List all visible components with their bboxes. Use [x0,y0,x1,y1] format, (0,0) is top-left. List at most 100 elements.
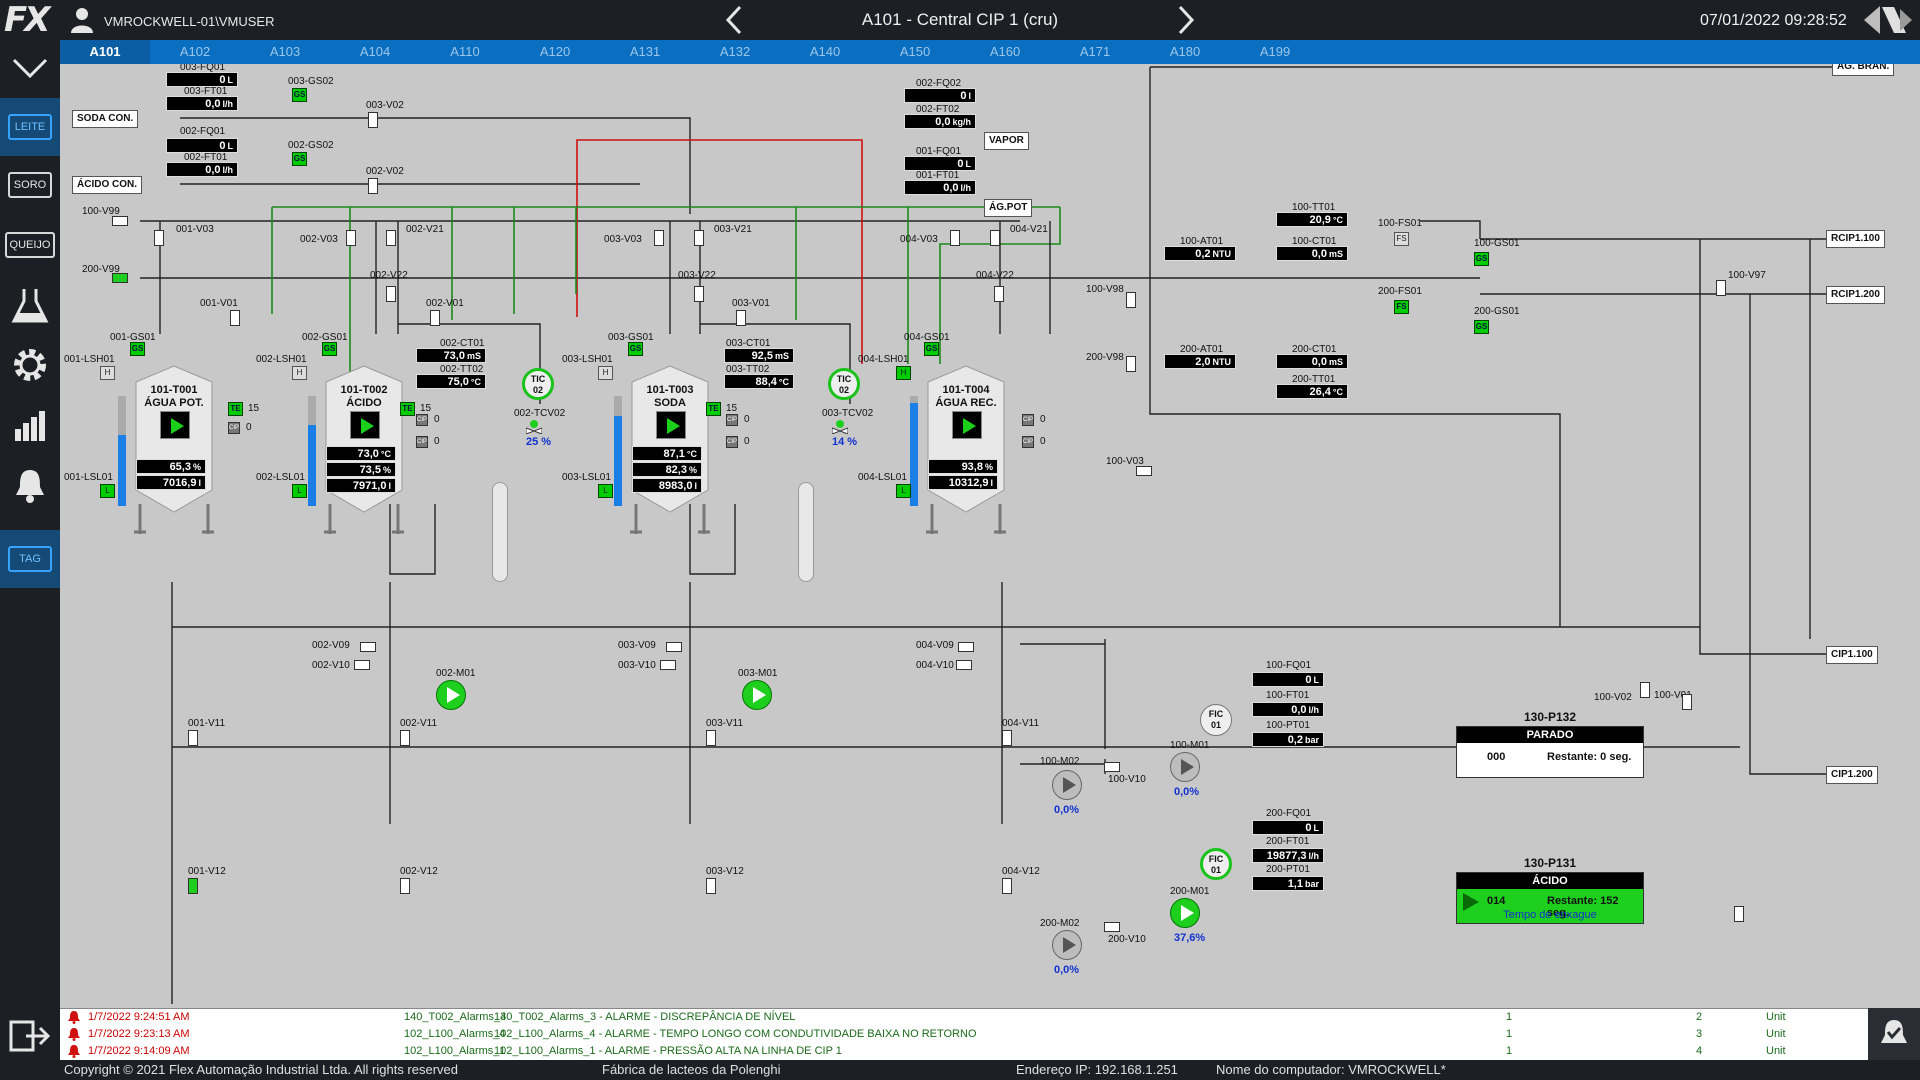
valve-200-v10[interactable] [1104,922,1120,932]
sidebar-item-lab[interactable] [0,276,60,334]
valve-200-v99[interactable] [112,273,128,283]
tank-start-button[interactable] [160,411,190,439]
temperature-100[interactable]: 20,9°C [1276,212,1348,227]
valve-003-v02[interactable] [368,112,378,128]
valve-v09_004[interactable] [958,642,974,652]
pump-100-m02[interactable] [1052,770,1082,800]
valve-200-v98[interactable] [1126,356,1136,372]
valve-v10_004[interactable] [956,660,972,670]
valve-v11_001[interactable] [188,730,198,746]
sidebar-item-leite[interactable]: LEITE [0,98,60,156]
valve-v12_001[interactable] [188,878,198,894]
collapse-menu-button[interactable] [0,48,60,88]
acknowledge-alarms-button[interactable] [1868,1008,1920,1060]
valve-v11_004[interactable] [1002,730,1012,746]
valve-v10_003[interactable] [660,660,676,670]
valve-100-v99[interactable] [112,216,128,226]
tank-start-button[interactable] [952,411,982,439]
valve-100-v02[interactable] [1682,694,1692,710]
rcip1-inlet[interactable]: RCIP1.100 [1826,230,1885,248]
sidebar-item-tag[interactable]: TAG [0,530,60,588]
valve-002-v22[interactable] [386,286,396,302]
valve-002-v02[interactable] [368,178,378,194]
valve-100-v98[interactable] [1126,292,1136,308]
pump-200-m02[interactable] [1052,930,1082,960]
tab-a132[interactable]: A132 [719,44,751,59]
valve-v12_002[interactable] [400,878,410,894]
valve-100-v03[interactable] [1136,466,1152,476]
pump-002-m01[interactable] [436,680,466,710]
tab-a160[interactable]: A160 [989,44,1021,59]
tab-a102[interactable]: A102 [179,44,211,59]
acid-inlet[interactable]: ÁCIDO CON. [72,176,142,194]
valve-003-v01[interactable] [736,310,746,326]
sidebar-item-settings[interactable] [0,336,60,394]
valve-v11_002[interactable] [400,730,410,746]
program-panel-131[interactable]: ÁCIDO 014 Restante: 152 seg. Tempo de en… [1456,872,1644,924]
valve-v10_002[interactable] [354,660,370,670]
valve-003-v21[interactable] [694,230,704,246]
soda-inlet[interactable]: SODA CON. [72,110,139,128]
temperature-002[interactable]: 75,0°C [416,374,486,389]
tab-a110[interactable]: A110 [450,44,480,59]
valve-003-v03[interactable] [654,230,664,246]
white-water-inlet[interactable]: ÁG. BRAN. [1832,64,1895,76]
tab-a120[interactable]: A120 [539,44,571,59]
valve-v11_003[interactable] [706,730,716,746]
tank-start-button[interactable] [656,411,686,439]
user-icon[interactable] [70,6,94,34]
pump-003-m01[interactable] [742,680,772,710]
tab-a131[interactable]: A131 [629,44,661,59]
tab-a199[interactable]: A199 [1259,44,1291,59]
valve-v09_003[interactable] [666,642,682,652]
rcip2-inlet[interactable]: RCIP1.200 [1826,286,1885,304]
exit-icon[interactable] [8,1018,52,1054]
control-valve-icon[interactable] [832,420,848,434]
tank-start-button[interactable] [350,411,380,439]
valve-004-v22[interactable] [994,286,1004,302]
valve-002-v21[interactable] [386,230,396,246]
cip1-outlet[interactable]: CIP1.100 [1826,646,1878,664]
tab-a104[interactable]: A104 [359,44,391,59]
valve-v09_002[interactable] [360,642,376,652]
control-valve-icon[interactable] [526,420,542,434]
next-screen-icon[interactable] [1172,4,1200,36]
valve-100-v10[interactable] [1104,762,1120,772]
water-inlet[interactable]: ÁG.POT [984,199,1033,217]
tab-a140[interactable]: A140 [809,44,841,59]
sidebar-item-alarms[interactable] [0,456,60,514]
tab-a101[interactable]: A101 [60,40,150,64]
temperature-003[interactable]: 88,4°C [724,374,794,389]
valve-v12_003[interactable] [706,878,716,894]
valve-004-v03[interactable] [950,230,960,246]
alarm-row[interactable]: 1/7/2022 9:23:13 AM 102_L100_Alarms_4 10… [60,1026,1868,1043]
valve-100-v97[interactable] [1716,280,1726,296]
valve-001-v03[interactable] [154,230,164,246]
valve-001-v01[interactable] [230,310,240,326]
pump-100-m01[interactable] [1170,752,1200,782]
alarm-row[interactable]: 1/7/2022 9:24:51 AM 140_T002_Alarms_3 14… [60,1009,1868,1026]
valve-003-v22[interactable] [694,286,704,302]
